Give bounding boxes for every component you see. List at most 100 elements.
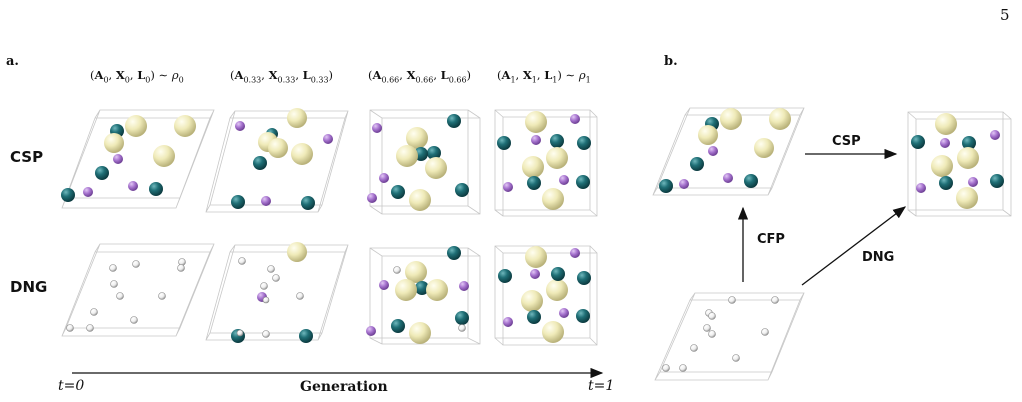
white-atom — [177, 264, 185, 272]
yellow-atom — [546, 147, 568, 169]
purple-atom — [530, 269, 540, 279]
white-atom — [260, 282, 268, 290]
yellow-atom — [409, 322, 431, 344]
white-atom — [728, 296, 736, 304]
white-atom — [109, 264, 117, 272]
teal-atom — [498, 269, 512, 283]
white-atom — [267, 265, 275, 273]
purple-atom — [379, 173, 389, 183]
axis-start-label: t=0 — [58, 378, 85, 394]
teal-atom — [744, 174, 758, 188]
teal-atom — [577, 271, 591, 285]
generation-label: Generation — [300, 379, 388, 395]
white-atom — [296, 292, 304, 300]
structure-csp-t1 — [497, 111, 591, 210]
yellow-atom — [957, 147, 979, 169]
purple-atom — [570, 114, 580, 124]
purple-atom — [261, 196, 271, 206]
structure-b-csp-input — [659, 108, 791, 193]
yellow-atom — [769, 108, 791, 130]
purple-atom — [459, 281, 469, 291]
structure-b-dng-input — [662, 296, 779, 372]
yellow-atom — [525, 111, 547, 133]
teal-atom — [447, 246, 461, 260]
yellow-atom — [104, 133, 124, 153]
purple-atom — [367, 193, 377, 203]
purple-atom — [559, 308, 569, 318]
white-atom — [66, 324, 74, 332]
white-atom — [393, 266, 401, 274]
yellow-atom — [125, 115, 147, 137]
purple-atom — [990, 130, 1000, 140]
structure-dng-t033 — [231, 242, 313, 343]
white-atom — [236, 329, 244, 337]
teal-atom — [391, 319, 405, 333]
yellow-atom — [287, 242, 307, 262]
structure-csp-t033 — [231, 108, 333, 210]
white-atom — [662, 364, 670, 372]
teal-atom — [301, 196, 315, 210]
page-number: 5 — [1000, 6, 1010, 24]
yellow-atom — [396, 145, 418, 167]
purple-atom — [940, 138, 950, 148]
teal-atom — [962, 136, 976, 150]
purple-atom — [366, 326, 376, 336]
purple-atom — [83, 187, 93, 197]
yellow-atom — [174, 115, 196, 137]
yellow-atom — [268, 138, 288, 158]
teal-atom — [415, 281, 429, 295]
teal-atom — [551, 267, 565, 281]
structure-csp-t066 — [367, 114, 469, 211]
dng-arrow-label: DNG — [862, 250, 895, 265]
purple-atom — [503, 317, 513, 327]
yellow-atom — [522, 156, 544, 178]
teal-atom — [253, 156, 267, 170]
white-atom — [708, 312, 716, 320]
panel-b-label: b. — [664, 54, 678, 69]
yellow-atom — [754, 138, 774, 158]
white-atom — [116, 292, 124, 300]
purple-atom — [235, 121, 245, 131]
white-atom — [238, 257, 246, 265]
purple-atom — [372, 123, 382, 133]
teal-atom — [149, 182, 163, 196]
white-atom — [761, 328, 769, 336]
yellow-atom — [153, 145, 175, 167]
teal-atom — [391, 185, 405, 199]
tuple-header: (A0.33, X0.33, L0.33) — [230, 68, 334, 85]
purple-atom — [559, 175, 569, 185]
teal-atom — [455, 311, 469, 325]
teal-atom — [527, 310, 541, 324]
purple-atom — [503, 182, 513, 192]
teal-atom — [990, 174, 1004, 188]
yellow-atom — [935, 113, 957, 135]
teal-atom — [299, 329, 313, 343]
purple-atom — [379, 280, 389, 290]
structure-dng-t066 — [366, 246, 469, 344]
purple-atom — [968, 177, 978, 187]
purple-atom — [570, 248, 580, 258]
teal-atom — [527, 176, 541, 190]
yellow-atom — [409, 189, 431, 211]
teal-atom — [61, 188, 75, 202]
tuple-header: (A0.66, X0.66, L0.66) — [368, 68, 472, 85]
purple-atom — [531, 135, 541, 145]
structure-dng-t0 — [66, 258, 186, 332]
purple-atom — [708, 146, 718, 156]
axis-end-label: t=1 — [588, 378, 615, 394]
teal-atom — [231, 195, 245, 209]
yellow-atom — [698, 125, 718, 145]
purple-atom — [113, 154, 123, 164]
teal-atom — [447, 114, 461, 128]
teal-atom — [939, 176, 953, 190]
tuple-header: (A0, X0, L0) ∼ ρ0 — [90, 68, 184, 85]
panel-a-label: a. — [6, 54, 19, 69]
teal-atom — [690, 157, 704, 171]
yellow-atom — [426, 279, 448, 301]
yellow-atom — [720, 108, 742, 130]
yellow-atom — [542, 188, 564, 210]
white-atom — [86, 324, 94, 332]
white-atom — [130, 316, 138, 324]
white-atom — [272, 274, 280, 282]
yellow-atom — [521, 290, 543, 312]
